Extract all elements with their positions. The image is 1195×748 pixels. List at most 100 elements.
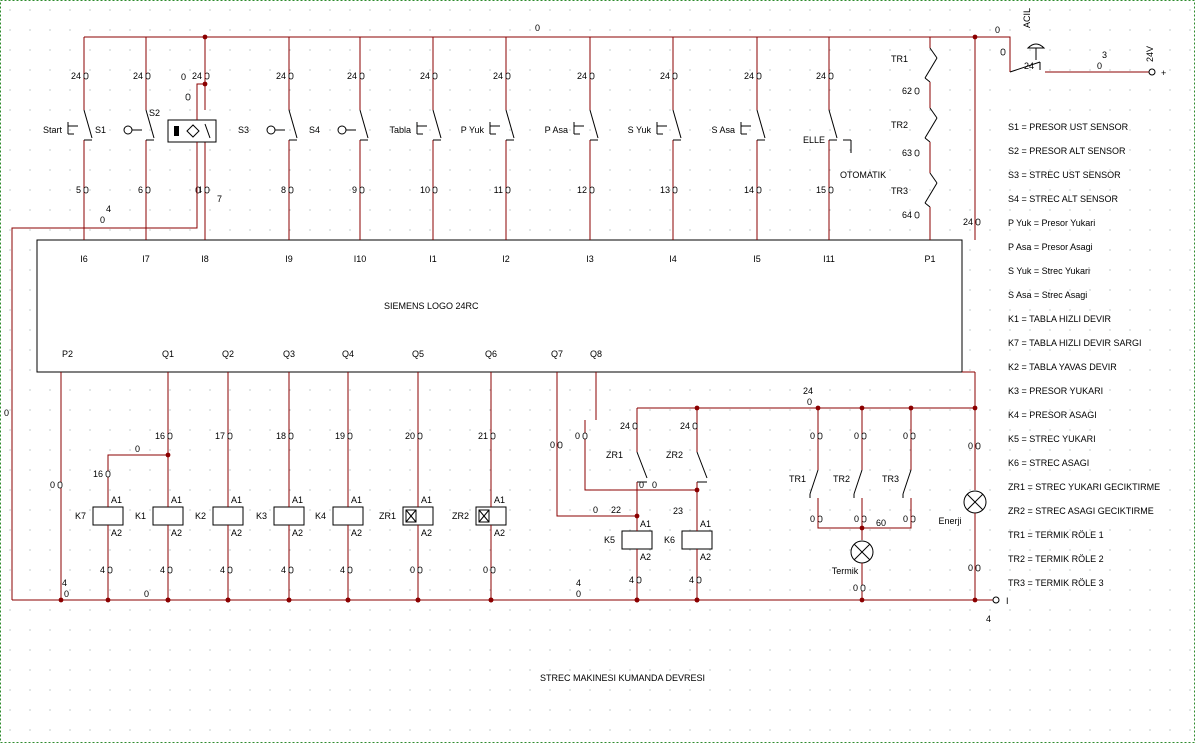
coil-return-label: 4 (629, 575, 634, 585)
plc-output-terminal: Q3 (283, 349, 295, 359)
legend-item: P Asa = Presor Asagi (1008, 242, 1093, 252)
node-marker (914, 149, 920, 157)
legend-item: TR2 = TERMIK RÖLE 2 (1008, 554, 1104, 564)
thermal-contact (924, 77, 931, 83)
input-name-label: S1 (95, 125, 106, 135)
coil-return-label: 4 (220, 565, 225, 575)
zr-contact-label: ZR2 (666, 450, 683, 460)
node-marker (359, 186, 365, 194)
coil-pin-label: A1 (292, 495, 303, 505)
proximity-head (266, 125, 276, 135)
tr-contact-label: TR2 (833, 474, 850, 484)
legend-item: S3 = STREC UST SENSOR (1008, 170, 1121, 180)
plc-input-terminal: I10 (354, 254, 367, 264)
thermal-name-label: TR3 (891, 186, 908, 196)
bottom-rail-label: 4 (576, 578, 581, 588)
node-marker (860, 584, 866, 592)
sensor-s2-contact (204, 123, 211, 139)
junction-dot (634, 597, 640, 603)
termik-lamp-icon (853, 543, 871, 561)
junction-dot (488, 597, 494, 603)
tr-net-label: 60 (876, 518, 886, 528)
coil-name-label: K6 (664, 535, 675, 545)
node-marker (756, 72, 762, 80)
input-name-label: S2 (149, 108, 160, 118)
switch-blade (589, 109, 599, 139)
bottom-rail-label: 4 (986, 614, 991, 624)
output-net-label: 19 (335, 431, 345, 441)
selector-mode-label: OTOMATIK (840, 170, 886, 180)
legend-item: K3 = PRESOR YUKARI (1008, 386, 1103, 396)
s2-return-label: 4 (106, 204, 111, 214)
coil-pin-label: A1 (171, 495, 182, 505)
timer-mark (478, 509, 490, 523)
node-marker (107, 566, 113, 574)
node-marker (589, 72, 595, 80)
coil-pin-label: A2 (700, 552, 711, 562)
coil-return-label: 4 (340, 565, 345, 575)
supply-net-label: 24 (963, 217, 973, 227)
proximity-head (123, 125, 133, 135)
coil-name-label: ZR2 (452, 511, 469, 521)
input-name-label: P Asa (545, 125, 568, 135)
plc-block (36, 239, 963, 373)
bottom-rail-label: 4 (62, 578, 67, 588)
legend-item: TR1 = TERMIK RÖLE 1 (1008, 530, 1104, 540)
proximity-head (337, 125, 347, 135)
k7-branch-wire (107, 454, 168, 507)
coil-pin-label: A1 (494, 495, 505, 505)
input-supply-label: 24 (660, 71, 670, 81)
tr-net-label: 0 (807, 397, 812, 407)
thermal-contact (924, 137, 931, 143)
coil-pin-label: A1 (421, 495, 432, 505)
input-name-label: Start (43, 125, 63, 135)
zr-net-label: 0 (639, 480, 644, 490)
thermal-contact (924, 182, 938, 204)
junction-dot (105, 597, 111, 603)
input-supply-label: 24 (493, 71, 503, 81)
input-net-label: 14 (744, 185, 754, 195)
input-name-label: S3 (238, 125, 249, 135)
output-net-label: 18 (276, 431, 286, 441)
input-net-label: 15 (816, 185, 826, 195)
input-name-label: S4 (309, 125, 320, 135)
legend-item: ZR2 = STREC ASAGI GECIKTIRME (1008, 506, 1154, 516)
legend-item: P Yuk = Presor Yukari (1008, 218, 1095, 228)
tr-net-label: 0 (810, 514, 815, 524)
legend-item: S2 = PRESOR ALT SENSOR (1008, 146, 1126, 156)
node-marker (975, 564, 981, 572)
thermal-contact (924, 202, 931, 208)
coil-return-label: 0 (410, 565, 415, 575)
plc-output-terminal: Q5 (412, 349, 424, 359)
plc-input-terminal: I2 (502, 254, 510, 264)
thermal-name-label: TR1 (891, 54, 908, 64)
input-net-label: 13 (660, 185, 670, 195)
output-net-label: 20 (405, 431, 415, 441)
input-name-label: Tabla (389, 125, 411, 135)
coil-k2 (212, 506, 244, 526)
plc-input-terminal: I5 (753, 254, 761, 264)
plc-input-terminal: I1 (429, 254, 437, 264)
node-marker (490, 566, 496, 574)
top-rail-end-label: 0 (995, 25, 1000, 35)
enerji-lamp-label: Enerji (938, 516, 961, 526)
node-marker (1000, 48, 1006, 56)
legend-item: K4 = PRESOR ASAGI (1008, 410, 1097, 420)
coil-return-label: 4 (689, 575, 694, 585)
coil-name-label: K3 (256, 511, 267, 521)
junction-dot (859, 597, 865, 603)
enerji-net-label: 0 (968, 563, 973, 573)
node-marker (672, 186, 678, 194)
node-marker (167, 566, 173, 574)
input-net-label: 12 (577, 185, 587, 195)
node-marker (347, 432, 353, 440)
sensor-s2-box (167, 119, 217, 143)
plc-output-terminal: Q6 (485, 349, 497, 359)
node-marker (288, 72, 294, 80)
legend-item: K5 = STREC YUKARI (1008, 434, 1096, 444)
supply-plus-label: + (1161, 68, 1166, 78)
coil-k7 (92, 506, 124, 526)
timer-mark (405, 509, 417, 523)
coil-k1 (152, 506, 184, 526)
node-marker (817, 432, 823, 440)
